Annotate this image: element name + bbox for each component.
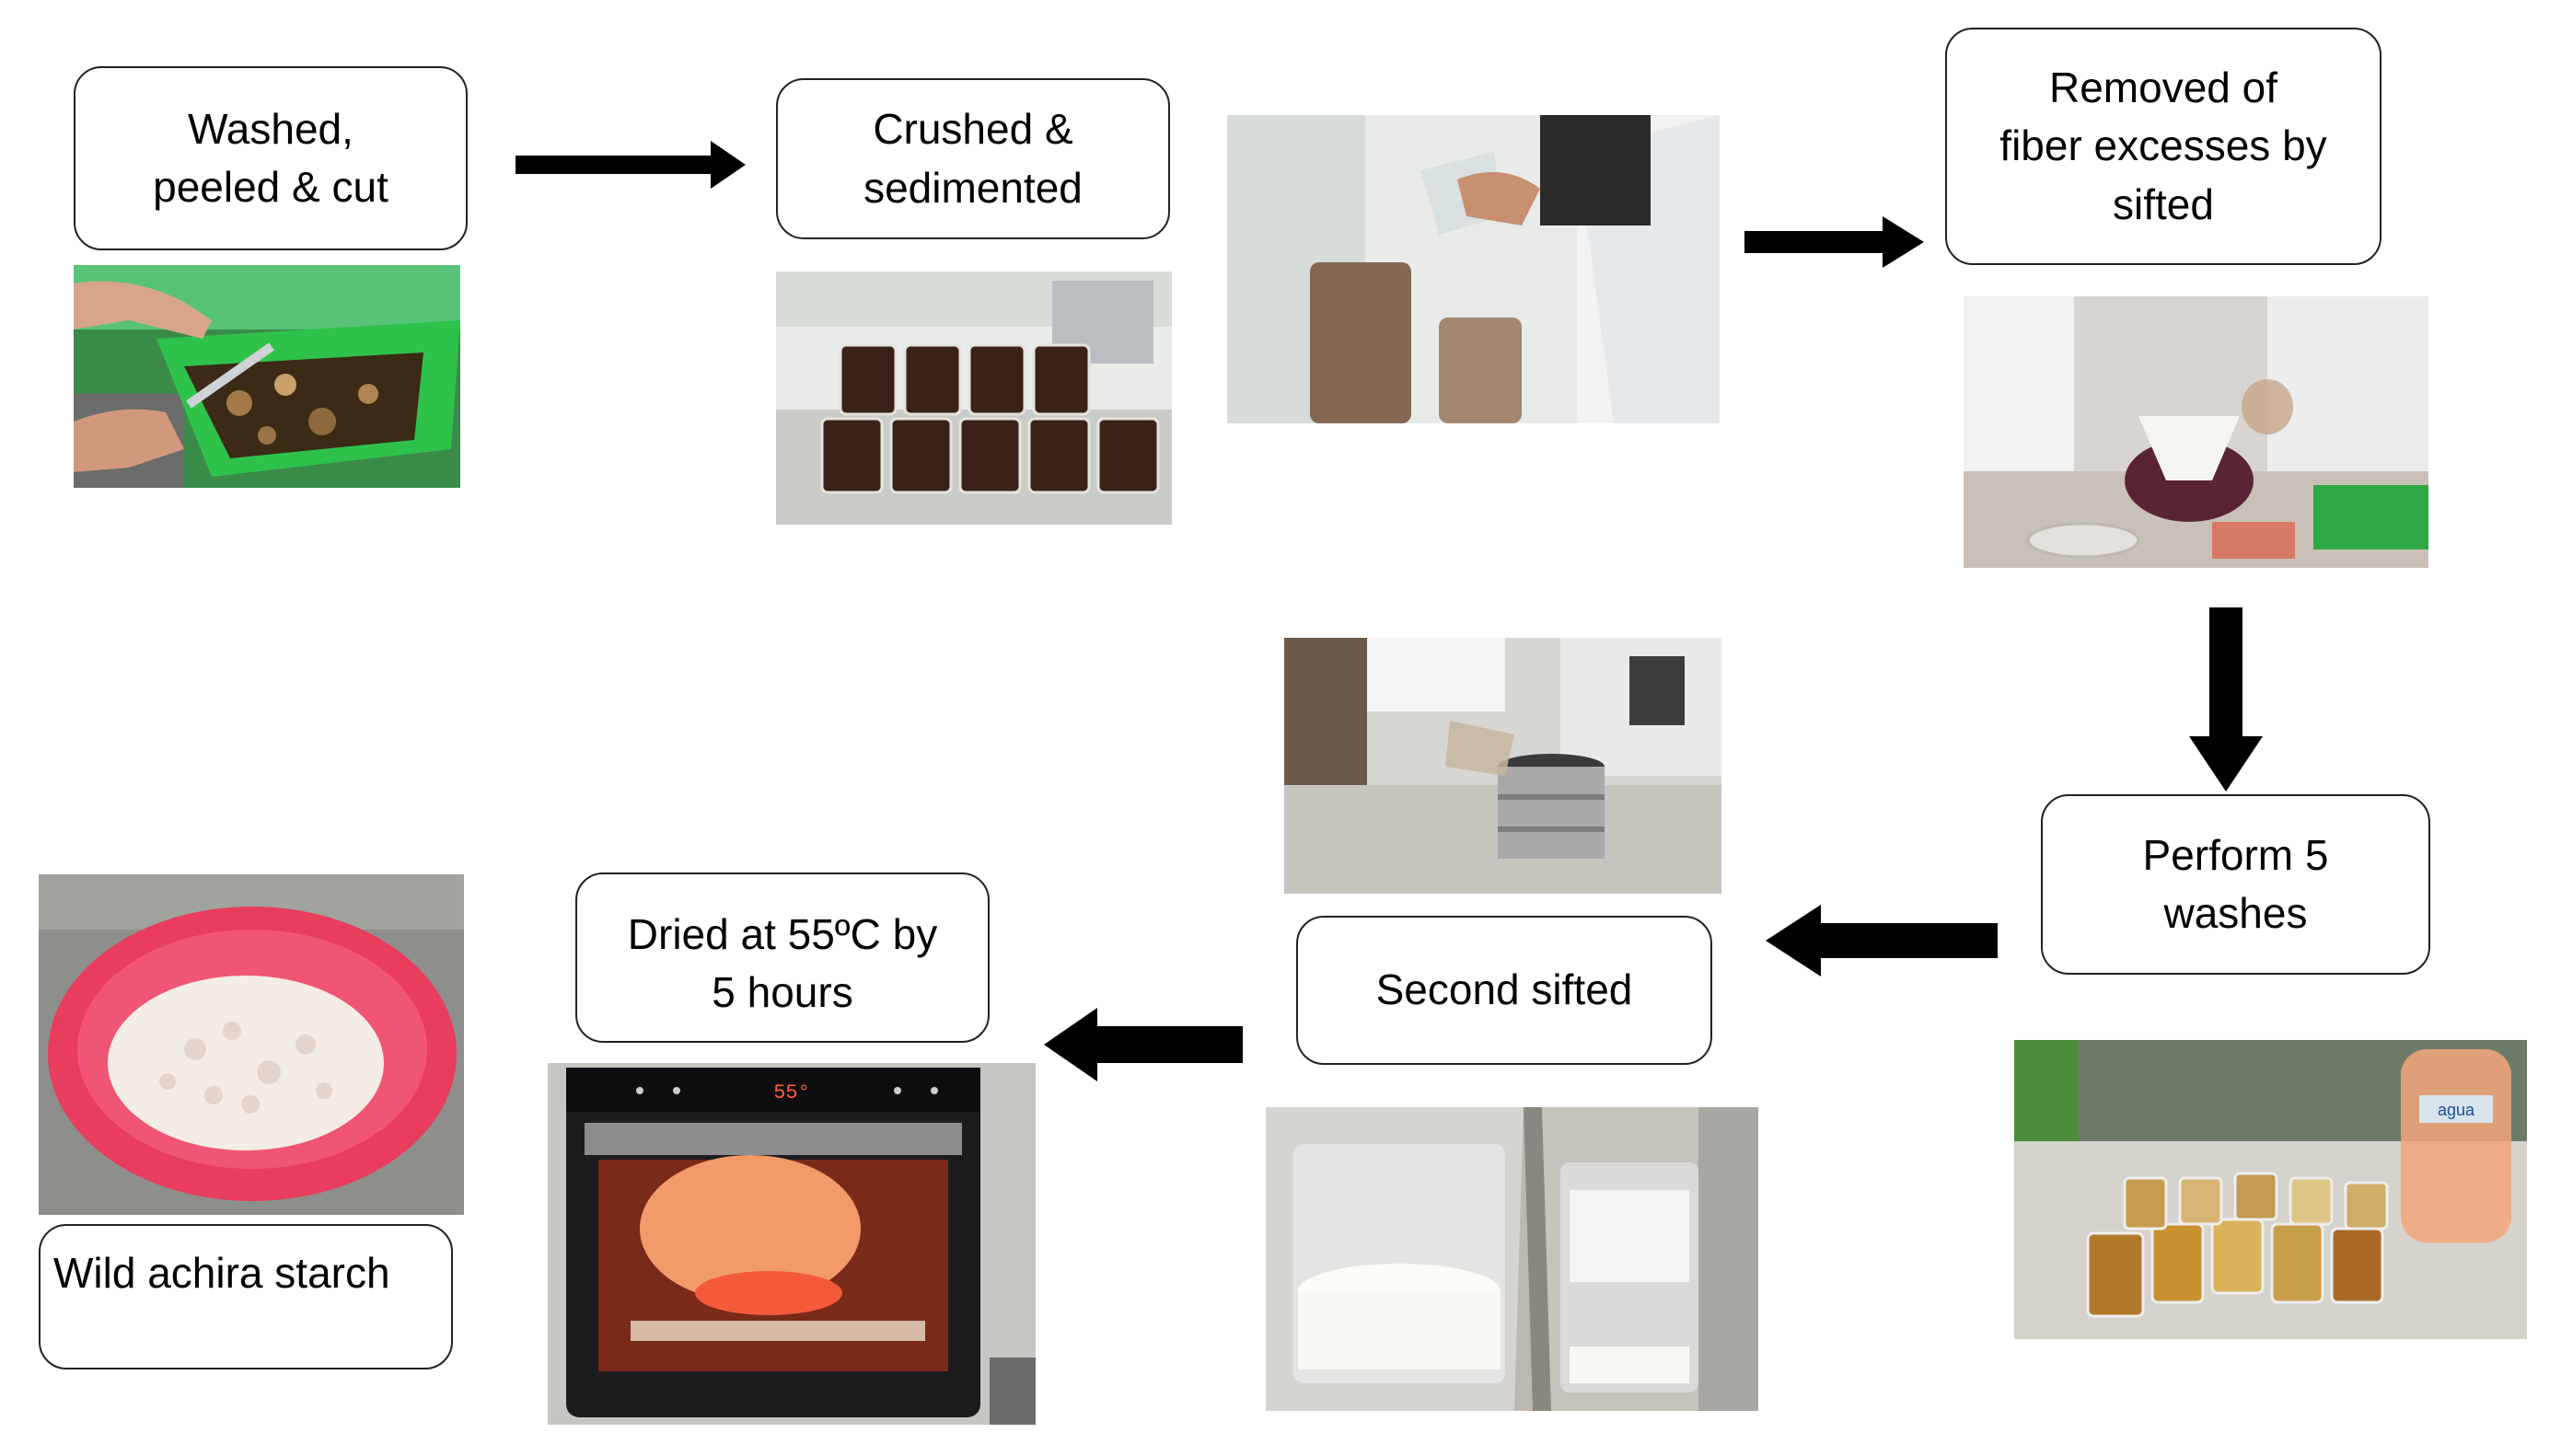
step-removed-line1: Removed of — [2048, 63, 2277, 111]
photo-cutting-roots — [74, 265, 460, 488]
photo-sieving-cloth — [1964, 296, 2428, 568]
step-crushed-box: Crushed & sedimented — [776, 78, 1170, 239]
step-second-line1: Second sifted — [1375, 965, 1633, 1014]
step-washes-box: Perform 5 washes — [2041, 794, 2430, 975]
step-removed-line2: fiber excesses by — [1999, 121, 2327, 170]
step-washed-box: Washed, peeled & cut — [74, 66, 468, 250]
step-dried-box: Dried at 55ºC by 5 hours — [575, 872, 990, 1043]
photo-washes-cups: agua — [2014, 1040, 2527, 1339]
step-removed-line3: sifted — [2113, 179, 2214, 228]
arrow-sifted-to-washes — [2189, 607, 2263, 792]
step-removed-box: Removed of fiber excesses by sifted — [1945, 28, 2381, 265]
step-washes-line2: washes — [2163, 889, 2308, 937]
step-crushed-line1: Crushed & — [873, 105, 1073, 154]
oven-display: 55° — [773, 1081, 810, 1104]
arrow-second-to-dried — [1044, 1008, 1243, 1081]
bottle-label: agua — [2438, 1101, 2475, 1119]
step-starch-box: Wild achira starch — [39, 1224, 453, 1369]
photo-stacked-sieves — [1284, 638, 1721, 894]
step-crushed-line2: sedimented — [863, 163, 1083, 212]
step-dried-line2: 5 hours — [712, 968, 853, 1017]
photo-pouring-water — [1227, 115, 1720, 423]
arrow-washed-to-crushed — [516, 141, 746, 189]
photo-oven-drying: 55° — [548, 1063, 1036, 1425]
arrow-washes-to-second — [1766, 905, 1998, 976]
step-washed-line1: Washed, — [188, 104, 353, 153]
step-washed-line2: peeled & cut — [153, 163, 388, 211]
arrow-photo-to-removed — [1744, 216, 1924, 268]
step-washes-line1: Perform 5 — [2142, 830, 2329, 879]
step-dried-line1: Dried at 55ºC by — [627, 910, 938, 958]
step-starch-line1: Wild achira starch — [53, 1249, 390, 1297]
photo-jars-sedimented — [776, 272, 1172, 525]
photo-starch-settled — [1266, 1107, 1758, 1411]
photo-starch-bowl — [39, 874, 464, 1215]
step-second-box: Second sifted — [1296, 916, 1712, 1065]
